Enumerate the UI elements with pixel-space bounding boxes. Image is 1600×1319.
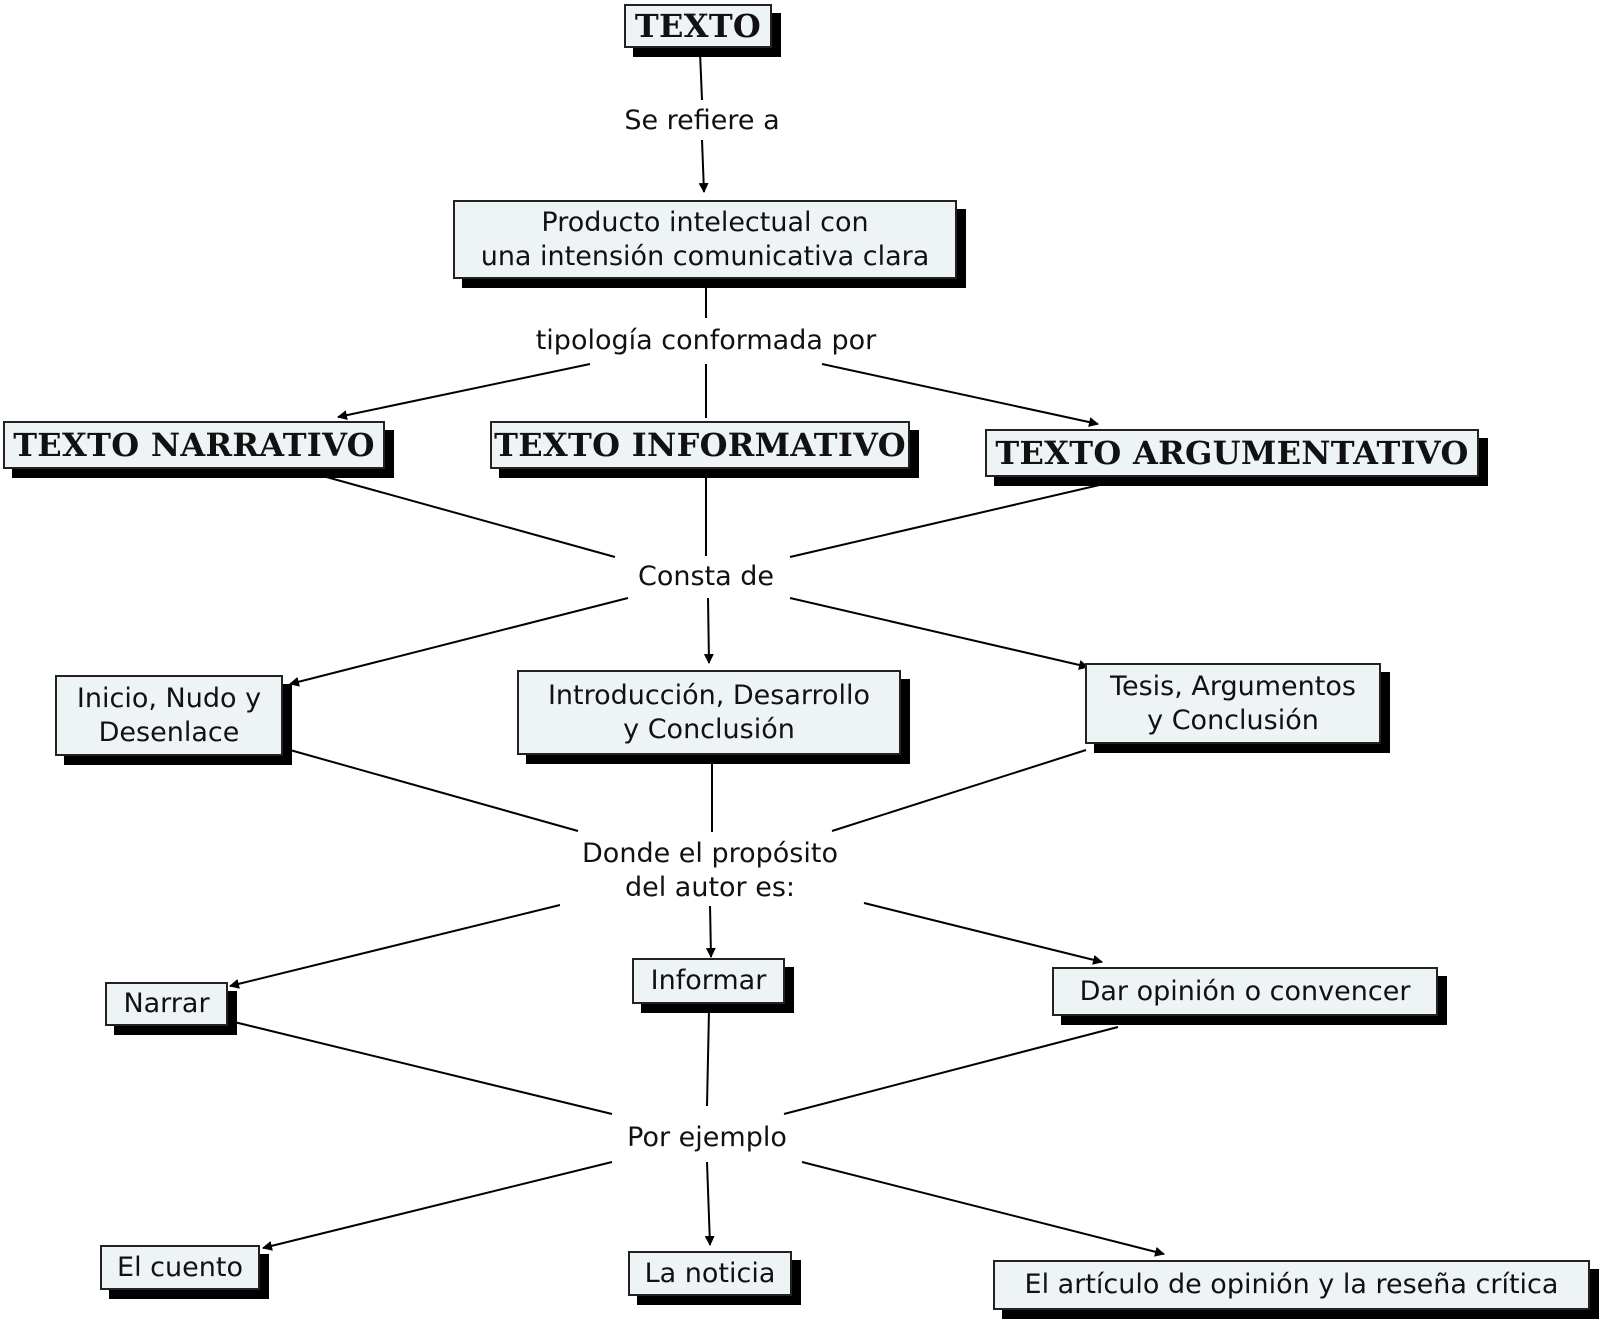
concept-el-cuento: El cuento xyxy=(100,1245,260,1290)
link-label-ejemplo: Por ejemplo xyxy=(612,1118,802,1158)
concept-inicio-nudo-desenlace: Inicio, Nudo y Desenlace xyxy=(55,675,283,756)
concept-la-noticia: La noticia xyxy=(628,1251,792,1296)
concept-texto-narrativo: TEXTO NARRATIVO xyxy=(3,421,385,469)
concept-informar: Informar xyxy=(632,958,785,1004)
link-label-proposito: Donde el propósito del autor es: xyxy=(560,836,860,906)
concept-articulo-opinion: El artículo de opinión y la reseña críti… xyxy=(993,1260,1590,1310)
concept-narrar: Narrar xyxy=(105,982,228,1026)
link-label-se-refiere: Se refiere a xyxy=(608,103,796,139)
concept-texto: TEXTO xyxy=(624,4,772,48)
concept-producto-intelectual: Producto intelectual con una intensión c… xyxy=(453,200,957,279)
link-label-consta: Consta de xyxy=(626,558,786,596)
concept-introduccion-desarrollo: Introducción, Desarrollo y Conclusión xyxy=(517,670,901,755)
concept-texto-informativo: TEXTO INFORMATIVO xyxy=(490,421,910,469)
concept-dar-opinion: Dar opinión o convencer xyxy=(1052,967,1438,1016)
link-label-tipologia: tipología conformada por xyxy=(516,322,896,360)
concept-tesis-argumentos: Tesis, Argumentos y Conclusión xyxy=(1085,663,1381,744)
concept-texto-argumentativo: TEXTO ARGUMENTATIVO xyxy=(985,429,1479,477)
